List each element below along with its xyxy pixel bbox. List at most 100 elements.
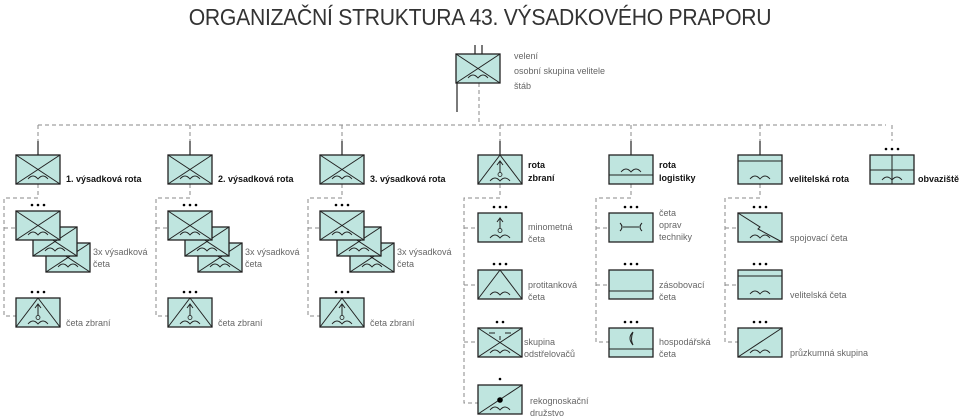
svg-text:velitelská rota: velitelská rota — [789, 174, 850, 184]
svg-text:hospodářská: hospodářská — [659, 337, 711, 347]
hq-company: velitelská rota spojovací četa velitelsk… — [737, 141, 868, 358]
echelon-dot-icon — [346, 203, 350, 207]
echelon-dot-icon — [334, 203, 338, 207]
echelon-dot-icon — [758, 320, 762, 324]
echelon-dot-icon — [340, 290, 344, 294]
subunit-label: 3x výsadková — [245, 247, 300, 257]
echelon-dot-icon — [194, 290, 198, 294]
echelon-dot-icon — [752, 262, 756, 266]
echelon-dot-icon — [182, 203, 186, 207]
hq-label-staff: štáb — [514, 81, 531, 91]
svg-text:rota: rota — [659, 160, 677, 170]
sniper-icon — [477, 320, 523, 358]
svg-text:velitelská četa: velitelská četa — [790, 290, 847, 300]
svg-text:minometná: minometná — [528, 222, 573, 232]
echelon-dot-icon — [498, 262, 502, 266]
echelon-dot-icon — [188, 203, 192, 207]
echelon-dot-icon — [504, 262, 508, 266]
battalion-hq: velení osobní skupina velitele štáb — [455, 45, 605, 112]
svg-text:techniky: techniky — [659, 232, 693, 242]
svg-text:spojovací četa: spojovací četa — [790, 233, 848, 243]
food-service-icon — [608, 320, 654, 358]
svg-text:četa: četa — [528, 292, 545, 302]
echelon-dot-icon — [30, 290, 34, 294]
company-label: zbraní — [528, 173, 555, 183]
weapons-platoon-icon — [15, 290, 61, 328]
weapons-company: rota zbraní minometná četa protitanková … — [477, 141, 589, 418]
echelon-dot-icon — [504, 205, 508, 209]
echelon-dot-icon — [635, 205, 639, 209]
echelon-dot-icon — [188, 290, 192, 294]
echelon-dot-icon — [896, 147, 900, 151]
echelon-dot-icon — [30, 203, 34, 207]
svg-text:průzkumná skupina: průzkumná skupina — [790, 348, 868, 358]
svg-text:protitanková: protitanková — [528, 280, 577, 290]
hq-symbol-icon — [455, 53, 501, 84]
svg-text:oprav: oprav — [659, 220, 682, 230]
echelon-dot-icon — [334, 290, 338, 294]
svg-text:obvaziště: obvaziště — [918, 174, 959, 184]
echelon-dot-icon — [194, 203, 198, 207]
infantry-airborne-icon — [167, 154, 213, 185]
echelon-dot-icon — [629, 320, 633, 324]
echelon-dot-icon — [890, 147, 894, 151]
logistics-company: rota logistiky četa oprav techniky zásob… — [608, 141, 711, 359]
company-label: rota — [528, 160, 546, 170]
company-1: 1. výsadková rota 3x výsadková četa četa… — [15, 141, 148, 328]
echelon-dot-icon — [752, 205, 756, 209]
echelon-dot-icon — [498, 205, 502, 209]
subunit-label: četa — [397, 259, 414, 269]
connectors — [3, 83, 893, 404]
recon-team-icon — [477, 377, 523, 415]
weapons-platoon-icon — [167, 290, 213, 328]
echelon-dot-icon — [623, 262, 627, 266]
echelon-dot-icon — [758, 205, 762, 209]
subunit-label: četa zbraní — [218, 318, 263, 328]
airborne-platoon-icon — [15, 203, 61, 241]
hq-company-icon — [737, 154, 783, 185]
weapons-platoon-icon — [319, 290, 365, 328]
echelon-dot-icon — [492, 262, 496, 266]
echelon-dot-icon — [752, 320, 756, 324]
svg-text:rekognoskační: rekognoskační — [530, 396, 589, 406]
echelon-dot-icon — [635, 320, 639, 324]
svg-text:zásobovací: zásobovací — [659, 280, 705, 290]
echelon-dot-icon — [346, 290, 350, 294]
diagram-title: ORGANIZAČNÍ STRUKTURA 43. VÝSADKOVÉHO PR… — [188, 4, 772, 30]
echelon-dot-icon — [623, 320, 627, 324]
echelon-dot-icon — [764, 262, 768, 266]
svg-text:četa: četa — [528, 234, 545, 244]
svg-text:četa: četa — [659, 292, 676, 302]
svg-text:družstvo: družstvo — [530, 408, 564, 418]
supply-icon — [608, 262, 654, 300]
svg-text:četa: četa — [659, 349, 676, 359]
subunit-label: četa zbraní — [66, 318, 111, 328]
company-2: 2. výsadková rota 3x výsadková četa četa… — [167, 141, 300, 328]
hq-label-command: velení — [514, 51, 539, 61]
echelon-dot-icon — [764, 320, 768, 324]
hq-label-commander-group: osobní skupina velitele — [514, 66, 605, 76]
infantry-airborne-icon — [319, 154, 365, 185]
echelon-dot-icon — [629, 262, 633, 266]
svg-text:četa: četa — [659, 208, 676, 218]
echelon-dot-icon — [36, 290, 40, 294]
echelon-dot-icon — [495, 320, 499, 324]
subunit-label: 3x výsadková — [93, 247, 148, 257]
mortar-icon — [477, 205, 523, 243]
echelon-dot-icon — [758, 262, 762, 266]
logistics-icon — [608, 154, 654, 185]
echelon-dot-icon — [884, 147, 888, 151]
airborne-platoon-icon — [167, 203, 213, 241]
company-label: 1. výsadková rota — [66, 174, 143, 184]
subunit-label: četa — [245, 259, 262, 269]
signal-icon — [737, 205, 783, 243]
echelon-dot-icon — [42, 203, 46, 207]
echelon-dot-icon — [182, 290, 186, 294]
subunit-label: četa — [93, 259, 110, 269]
echelon-dot-icon — [42, 290, 46, 294]
svg-text:logistiky: logistiky — [659, 173, 696, 183]
svg-text:skupina: skupina — [524, 337, 555, 347]
echelon-dot-icon — [36, 203, 40, 207]
hq-platoon-icon — [737, 262, 783, 300]
